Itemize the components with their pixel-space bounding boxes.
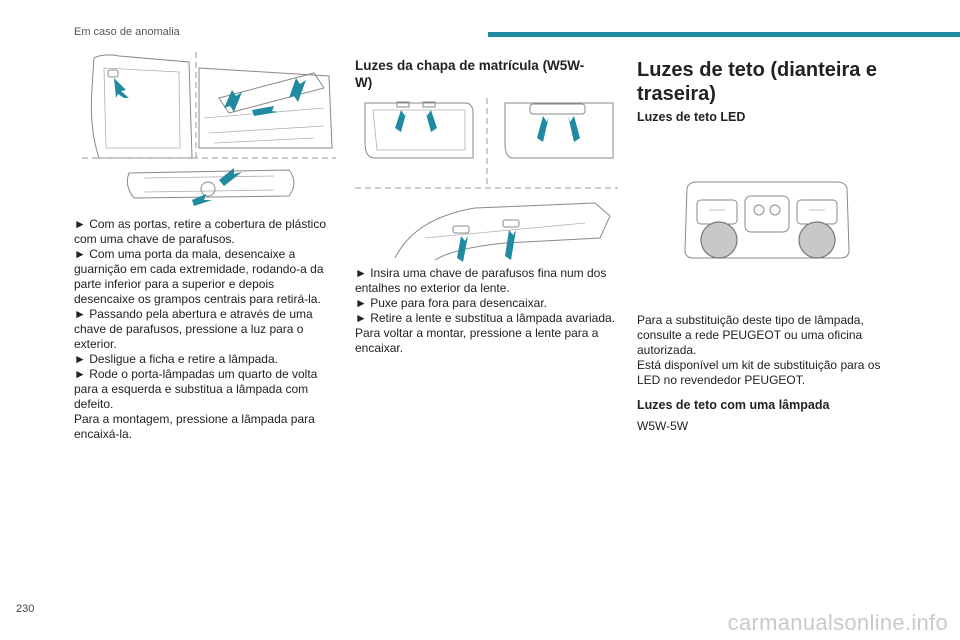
illustration-license-plate-lights bbox=[355, 98, 618, 262]
paragraph: ► Passando pela abertura e através de um… bbox=[74, 307, 313, 351]
paragraph: Está disponível um kit de substituição p… bbox=[637, 358, 881, 387]
paragraph: Para voltar a montar, pressione a lente … bbox=[355, 326, 599, 355]
paragraph: Para a montagem, pressione a lâmpada par… bbox=[74, 412, 315, 441]
header-accent-bar bbox=[488, 32, 960, 37]
subsection-title: Luzes de teto com uma lâmpada bbox=[637, 398, 830, 412]
paragraph: ► Retire a lente e substitua a lâmpada a… bbox=[355, 311, 616, 325]
arrow-icon bbox=[505, 230, 516, 260]
section-title: Luzes da chapa de matrícula (W5W-W) bbox=[355, 58, 585, 90]
arrow-icon bbox=[224, 90, 242, 112]
arrow-icon bbox=[568, 116, 580, 142]
paragraph: ► Puxe para fora para desencaixar. bbox=[355, 296, 547, 310]
arrow-icon bbox=[395, 110, 407, 132]
arrow-icon bbox=[114, 78, 129, 98]
illustration-door-trim bbox=[82, 52, 336, 206]
paragraph: ► Rode o porta-lâmpadas um quarto de vol… bbox=[74, 367, 318, 411]
arrow-icon bbox=[219, 168, 242, 186]
paragraph: ► Insira uma chave de parafusos fina num… bbox=[355, 266, 607, 295]
header-title: Em caso de anomalia bbox=[74, 26, 180, 38]
arrow-icon bbox=[289, 78, 306, 102]
arrow-icon bbox=[425, 110, 437, 132]
watermark: carmanualsonline.info bbox=[727, 610, 948, 635]
illustration-ceiling-light bbox=[684, 181, 850, 259]
arrow-icon bbox=[537, 116, 549, 142]
arrow-icon bbox=[192, 194, 212, 206]
paragraph: ► Desligue a ficha e retire a lâmpada. bbox=[74, 352, 278, 366]
page-number: 230 bbox=[16, 603, 35, 615]
subsection-title: Luzes de teto LED bbox=[637, 110, 746, 124]
arrow-icon bbox=[457, 236, 468, 262]
paragraph: ► Com uma porta da mala, desencaixe a gu… bbox=[74, 247, 324, 306]
section-title: Luzes de teto (dianteira e traseira) bbox=[637, 59, 878, 105]
paragraph: ► Com as portas, retire a cobertura de p… bbox=[74, 217, 326, 246]
arrow-icon bbox=[252, 106, 278, 116]
paragraph: Para a substituição deste tipo de lâmpad… bbox=[637, 313, 864, 357]
bulb-type: W5W-5W bbox=[637, 419, 689, 433]
